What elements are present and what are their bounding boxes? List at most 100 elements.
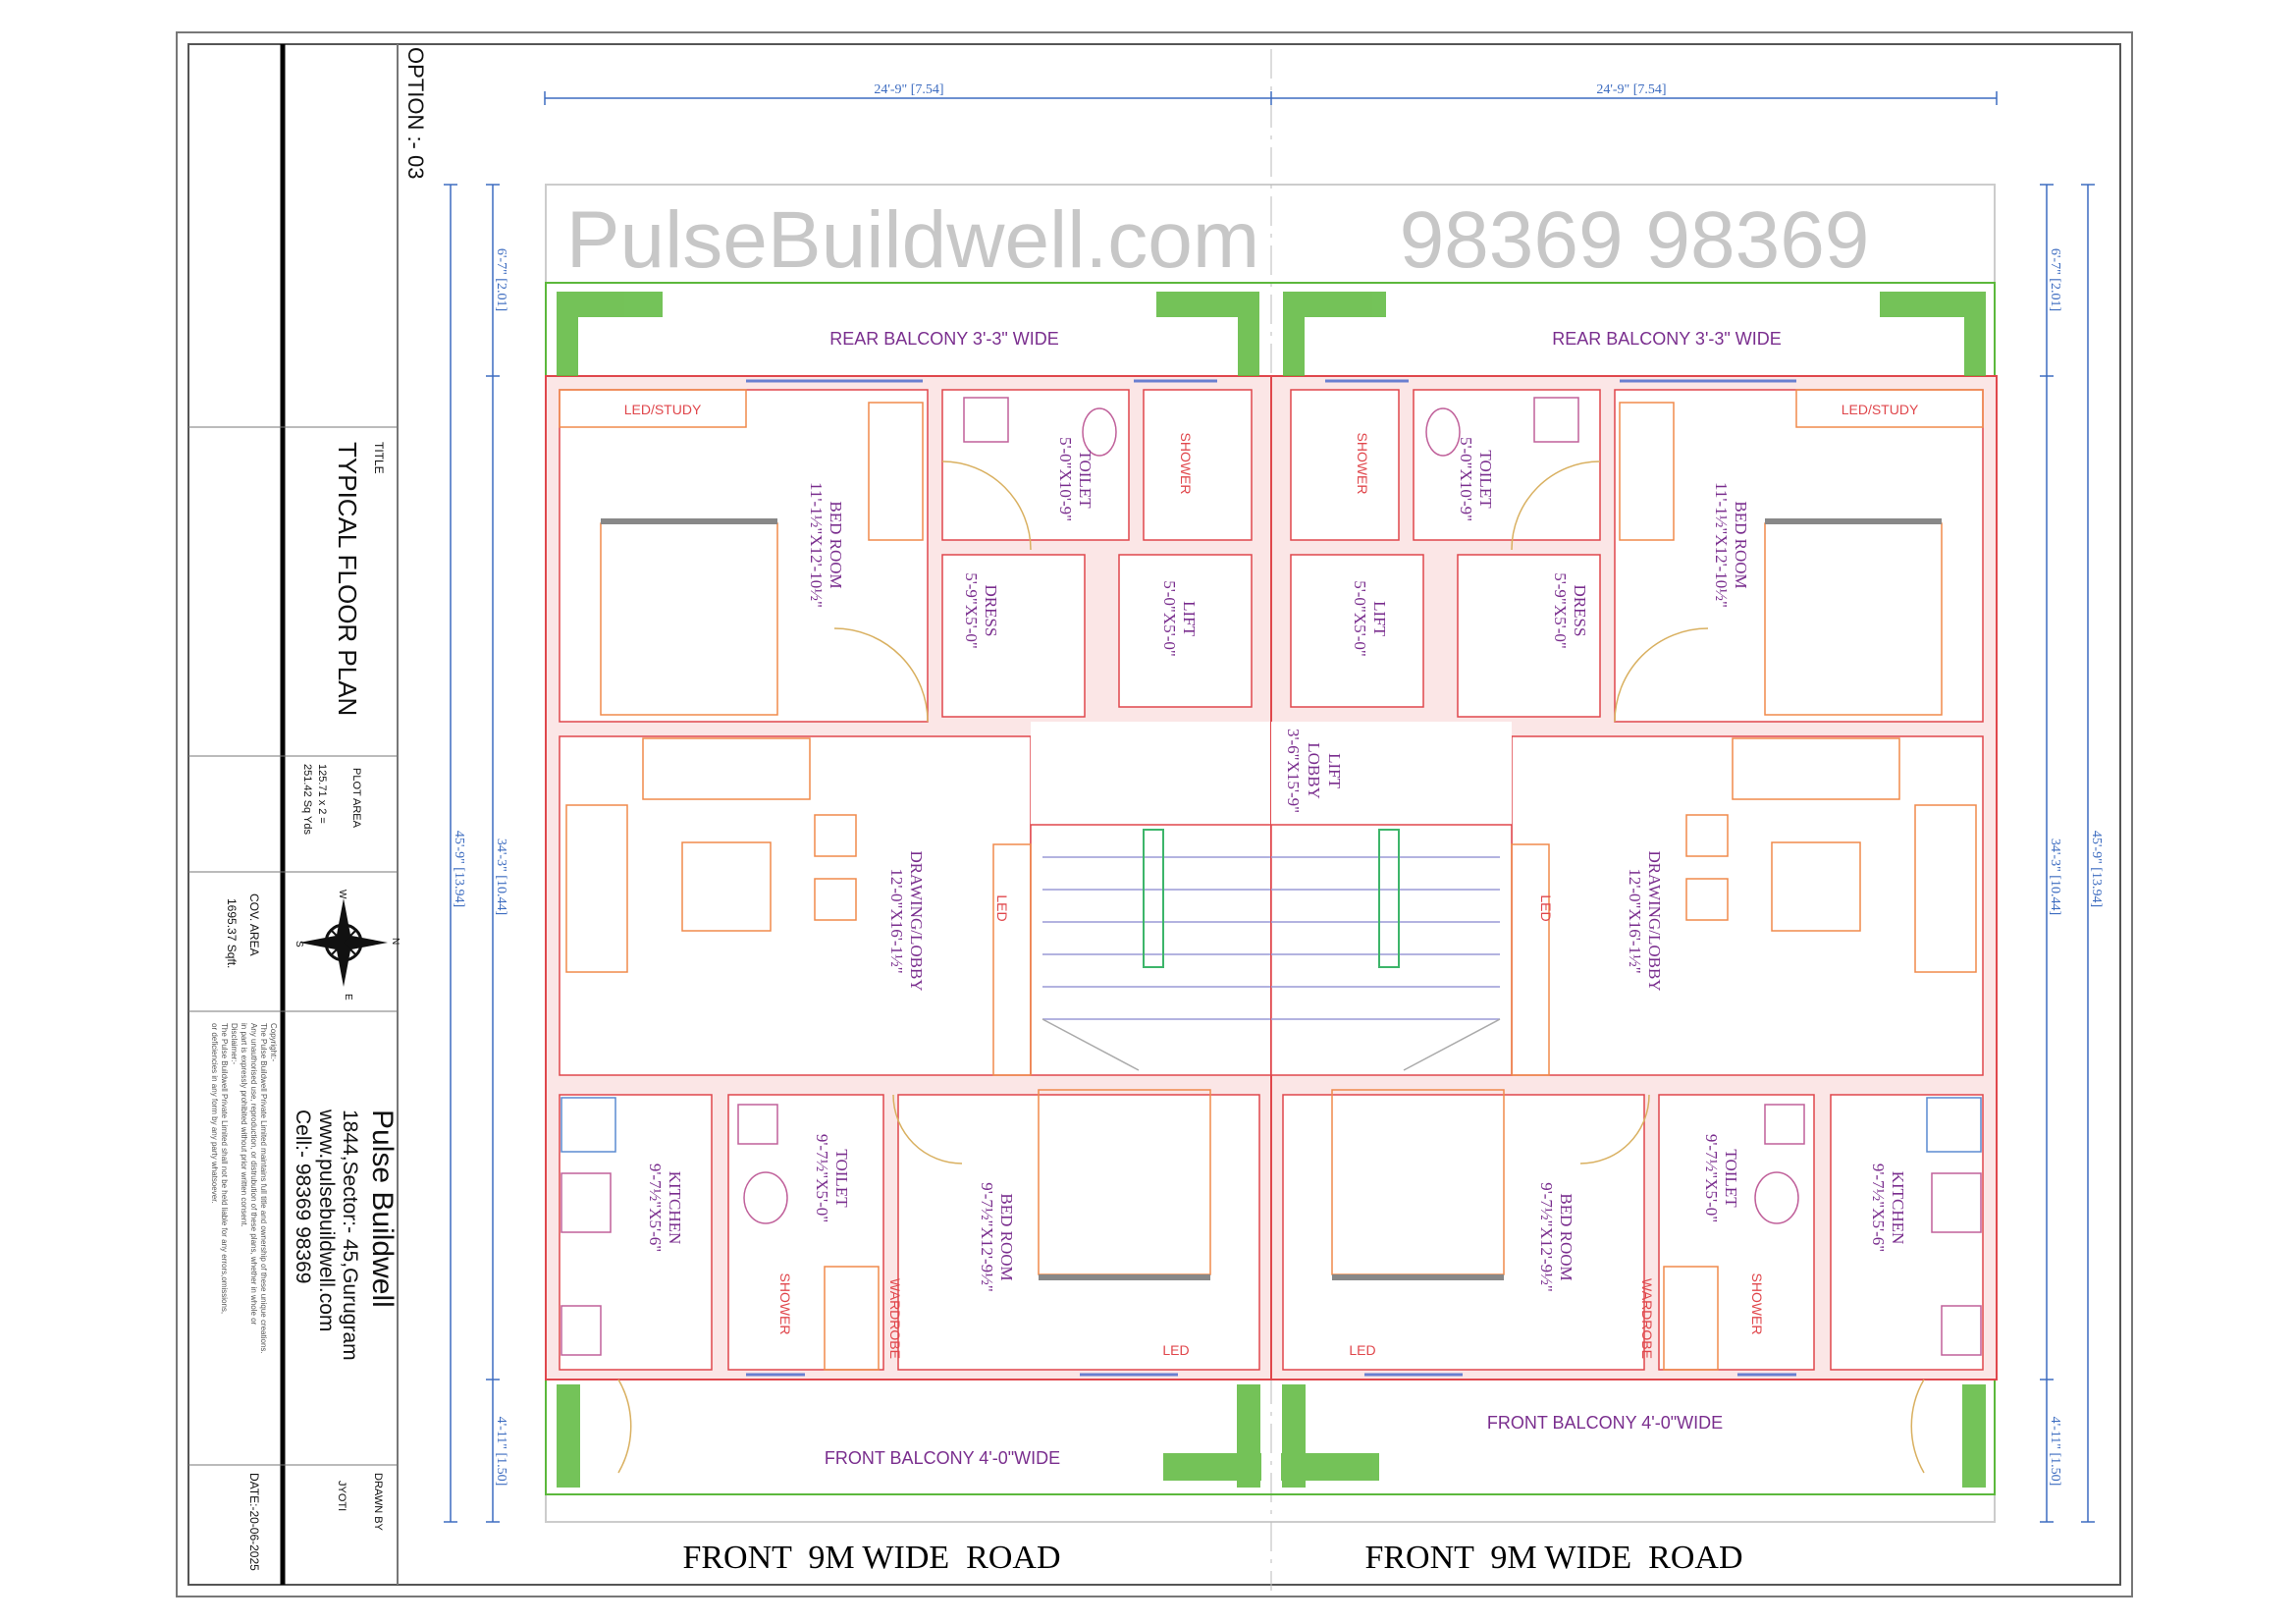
lift-lobby-area — [1271, 722, 1512, 825]
copyright-line: Any unauthorised use, reproduction, or d… — [249, 1023, 258, 1326]
bedroom1-size: 11'-1½"X12'-10½" — [1712, 482, 1731, 608]
bedroom1-area — [1614, 389, 1984, 723]
fridge-icon — [561, 1097, 616, 1153]
fridge-icon — [1926, 1097, 1982, 1153]
plot-area-line1: 125.71 x 2 = — [316, 764, 328, 824]
center-table-icon — [681, 841, 772, 932]
door-swing — [1910, 1379, 1925, 1474]
front-balcony-label: FRONT BALCONY 4'-0"WIDE — [1487, 1413, 1723, 1433]
lift-shaft — [1290, 554, 1424, 708]
lift-size: 5'-0"X5'-0" — [1351, 580, 1369, 657]
stove-icon — [561, 1172, 612, 1233]
dim-width-right: 24'-9" [7.54] — [1596, 82, 1666, 97]
wardrobe-unit — [1619, 402, 1675, 541]
drawing-size: 12'-0"X16'-1½" — [887, 868, 906, 973]
dress-name: DRESS — [1571, 585, 1589, 637]
toilet1-area — [1413, 389, 1601, 541]
lift-lobby-name1: LIFT — [1325, 753, 1344, 789]
planter-icon — [1281, 292, 1986, 1488]
shower1-area — [1290, 389, 1400, 541]
led-bedroom2-label: LED — [1349, 1342, 1375, 1358]
unit-left-plan — [545, 292, 1272, 1488]
compass-e: E — [343, 994, 353, 1001]
copyright-line: Disclaimer:- — [230, 1023, 239, 1065]
tv-unit — [1511, 843, 1550, 1076]
planter-icon — [557, 292, 1261, 1488]
rear-balcony-label: REAR BALCONY 3'-3" WIDE — [829, 329, 1059, 349]
stove-icon — [1931, 1172, 1982, 1233]
shower1-label: SHOWER — [1355, 433, 1370, 495]
bedroom1-name: BED ROOM — [827, 501, 845, 588]
chair-icon — [1685, 878, 1729, 921]
sink-icon — [1941, 1305, 1982, 1356]
bed-headboard — [601, 518, 777, 524]
cov-area-label: COV. AREA — [247, 893, 261, 956]
bedroom1-size: 11'-1½"X12'-10½" — [807, 482, 826, 608]
led-study-label: LED/STUDY — [1842, 402, 1919, 417]
company-website: www.pulsebuildwell.com — [315, 1109, 338, 1331]
lift-lobby-name2: LOBBY — [1305, 742, 1323, 799]
led-study-label: LED/STUDY — [624, 402, 702, 417]
dim-overall-left: 45'-9" [13.94] — [452, 831, 466, 907]
title-block: OPTION :- 03 TITLE TYPICAL FLOOR PLAN PL… — [188, 44, 428, 1585]
staircase — [1270, 824, 1513, 1076]
lift-shaft — [1118, 554, 1253, 708]
wardrobe-label: WARDROBE — [887, 1278, 903, 1359]
dim-front-right: 4'-11" [1.50] — [2048, 1417, 2062, 1487]
date-label: DATE:-20-06-2025 — [247, 1473, 261, 1571]
dim-middle-right: 34'-3" [10.44] — [2048, 839, 2062, 915]
road-label-left: FRONT 9M WIDE ROAD — [682, 1540, 1060, 1576]
led-drawing-label: LED — [1538, 894, 1554, 921]
watermark-phone: 98369 98369 — [1400, 195, 1870, 285]
stair-handrail — [1143, 829, 1164, 968]
wc-icon — [1082, 407, 1117, 457]
bed-headboard — [1332, 1274, 1504, 1280]
lift-size: 5'-0"X5'-0" — [1160, 580, 1179, 657]
shower1-label: SHOWER — [1178, 433, 1194, 495]
toilet1-name: TOILET — [1076, 450, 1095, 509]
dim-rear-left: 6'-7" [2.01] — [494, 248, 508, 311]
center-table-icon — [1771, 841, 1861, 932]
stair-treads — [1271, 856, 1501, 1071]
lift-name: LIFT — [1370, 601, 1389, 637]
dress-area — [1457, 554, 1601, 718]
bedroom2-area — [1282, 1094, 1645, 1371]
drawn-by-label: DRAWN BY — [372, 1473, 384, 1532]
study-desk — [559, 389, 747, 428]
door-swing — [941, 460, 1032, 551]
shower1-area — [1143, 389, 1253, 541]
toilet2-name: TOILET — [1722, 1149, 1740, 1208]
drawn-by-name: JYOTI — [336, 1481, 347, 1511]
road-label-right: FRONT 9M WIDE ROAD — [1364, 1540, 1742, 1576]
drawing-name: DRAWING/LOBBY — [1645, 850, 1664, 991]
dress-area — [941, 554, 1086, 718]
dimension-lines — [444, 91, 2095, 1523]
toilet2-area — [1658, 1094, 1815, 1371]
bed-headboard — [1039, 1274, 1210, 1280]
shower2-label: SHOWER — [777, 1273, 793, 1335]
dim-overall-right: 45'-9" [13.94] — [2089, 831, 2104, 907]
copyright-notice: Copyright:- The Pulse Buildwell Private … — [210, 1023, 278, 1354]
dim-width-left: 24'-9" [7.54] — [874, 82, 943, 97]
drawing-area — [559, 735, 1032, 1076]
kitchen-name: KITCHEN — [1889, 1171, 1907, 1245]
shower2-label: SHOWER — [1749, 1273, 1765, 1335]
title-label: TITLE — [372, 442, 386, 474]
sofa-side-icon — [1914, 804, 1977, 973]
sofa-icon — [642, 737, 811, 800]
copyright-line: The Pulse Buildwell Private Limited main… — [259, 1023, 268, 1354]
dress-name: DRESS — [982, 585, 1000, 637]
wardrobe-label: WARDROBE — [1639, 1278, 1655, 1359]
drawing-name: DRAWING/LOBBY — [907, 850, 926, 991]
wardrobe-unit — [1663, 1266, 1719, 1371]
plot-area-label: PLOT AREA — [350, 768, 362, 829]
bedroom2-name: BED ROOM — [997, 1193, 1016, 1280]
copyright-line: or deficiencies in any form by any party… — [210, 1023, 219, 1204]
rear-balcony-label: REAR BALCONY 3'-3" WIDE — [1552, 329, 1782, 349]
door-swing — [892, 1094, 963, 1164]
drawing-size: 12'-0"X16'-1½" — [1626, 868, 1644, 973]
wardrobe-unit — [868, 402, 924, 541]
company-name: Pulse Buildwell — [366, 1110, 399, 1308]
lift-name: LIFT — [1180, 601, 1199, 637]
sofa-icon — [1732, 737, 1900, 800]
